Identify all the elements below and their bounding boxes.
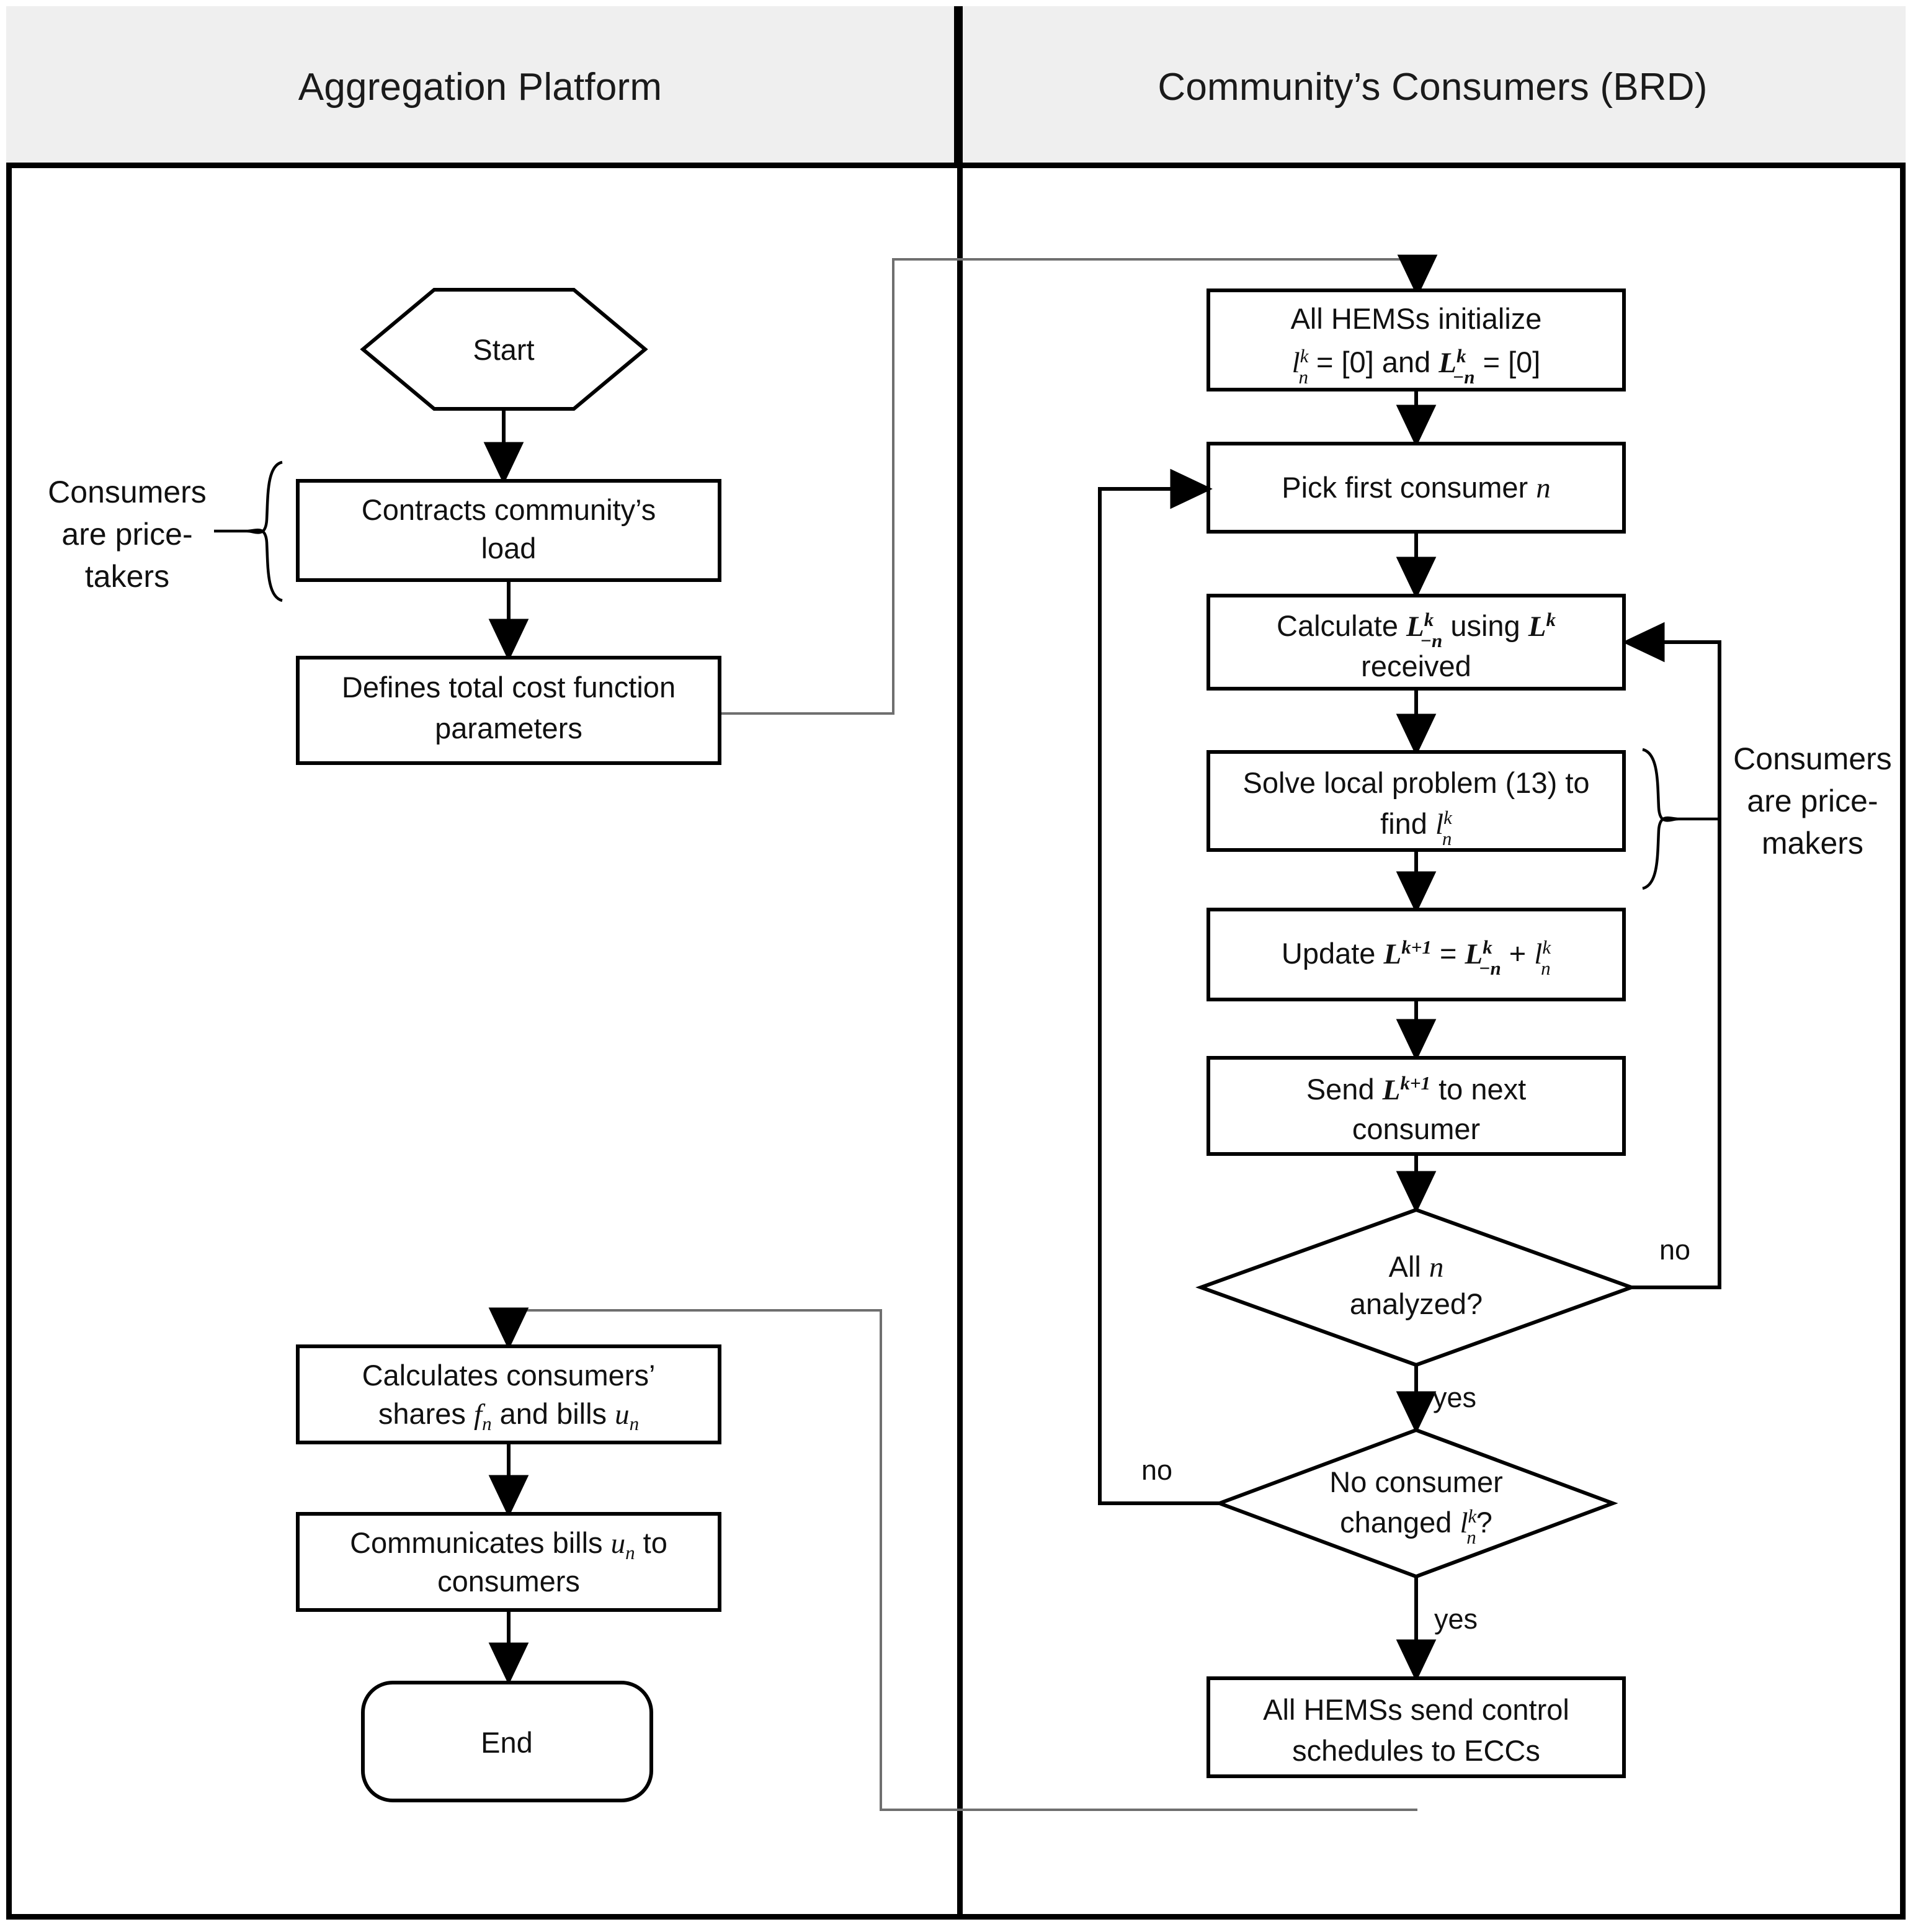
- header-cell-right: Community’s Consumers (BRD): [960, 6, 1906, 168]
- connector-defines-to-init: [720, 258, 1417, 715]
- label-all-analyzed-no: no: [1659, 1234, 1690, 1266]
- end-node-label: End: [481, 1726, 533, 1759]
- send-node: [1207, 1056, 1626, 1156]
- communicates-line-2: consumers: [437, 1565, 580, 1598]
- loop-changed-no-to-pick: [1098, 468, 1220, 1505]
- left-brace-icon: [246, 460, 283, 602]
- final-line-1: All HEMSs send control: [1263, 1693, 1569, 1726]
- right-note-line-1: Consumers: [1733, 741, 1892, 776]
- calculate-line-2: received: [1361, 650, 1471, 682]
- right-brace-icon: [1642, 748, 1679, 890]
- defines-node: [296, 656, 721, 765]
- final-line-2: schedules to ECCs: [1292, 1734, 1540, 1767]
- send-line-2: consumer: [1352, 1112, 1480, 1145]
- connector-final-to-calculates: [509, 1309, 1417, 1811]
- loop-no-to-calculate: [1622, 622, 1721, 1289]
- defines-line-2: parameters: [435, 712, 582, 745]
- decision-changed-line-1: No consumer: [1329, 1465, 1503, 1498]
- header-bottom-rule: [6, 163, 1906, 168]
- contracts-line-2: load: [481, 532, 537, 565]
- label-changed-yes: yes: [1434, 1603, 1478, 1635]
- calculates-line-1: Calculates consumers’: [362, 1359, 656, 1392]
- decision-all-line-1: All n: [1389, 1250, 1444, 1284]
- init-line-1: All HEMSs initialize: [1291, 302, 1542, 335]
- header-title-left: Aggregation Platform: [298, 65, 662, 109]
- contracts-line-1: Contracts community’s: [362, 493, 656, 526]
- update-node: [1207, 908, 1626, 1001]
- calculates-node: [296, 1344, 721, 1444]
- label-changed-no: no: [1141, 1454, 1172, 1486]
- communicates-line-1: Communicates bills un to: [350, 1526, 667, 1563]
- start-node-label: Start: [473, 333, 534, 366]
- start-node: [360, 288, 648, 411]
- calculates-line-2: shares fn and bills un: [378, 1397, 639, 1434]
- send-line-1: Send Lk+1 to next: [1306, 1072, 1526, 1106]
- column-divider: [957, 6, 963, 1920]
- decision-no-consumer-changed: [1214, 1428, 1618, 1579]
- pick-node-label: Pick first consumer n: [1282, 471, 1551, 504]
- decision-all-line-2: analyzed?: [1350, 1287, 1483, 1320]
- right-note-line-2: are price-: [1747, 784, 1878, 818]
- end-node: [361, 1681, 653, 1802]
- solve-line-1: Solve local problem (13) to: [1242, 766, 1589, 799]
- right-note-line-3: makers: [1762, 826, 1863, 861]
- communicates-node: [296, 1512, 721, 1612]
- header-cell-left: Aggregation Platform: [6, 6, 960, 168]
- left-note-line-2: are price-: [61, 517, 192, 552]
- defines-line-1: Defines total cost function: [342, 671, 676, 704]
- solve-node: [1207, 750, 1626, 852]
- left-note-line-3: takers: [85, 559, 169, 594]
- header-title-right: Community’s Consumers (BRD): [1157, 65, 1708, 109]
- header-row: Aggregation Platform Community’s Consume…: [6, 6, 1906, 168]
- label-all-analyzed-yes: yes: [1433, 1382, 1476, 1413]
- left-note-line-1: Consumers: [48, 475, 207, 509]
- final-node: [1207, 1676, 1626, 1778]
